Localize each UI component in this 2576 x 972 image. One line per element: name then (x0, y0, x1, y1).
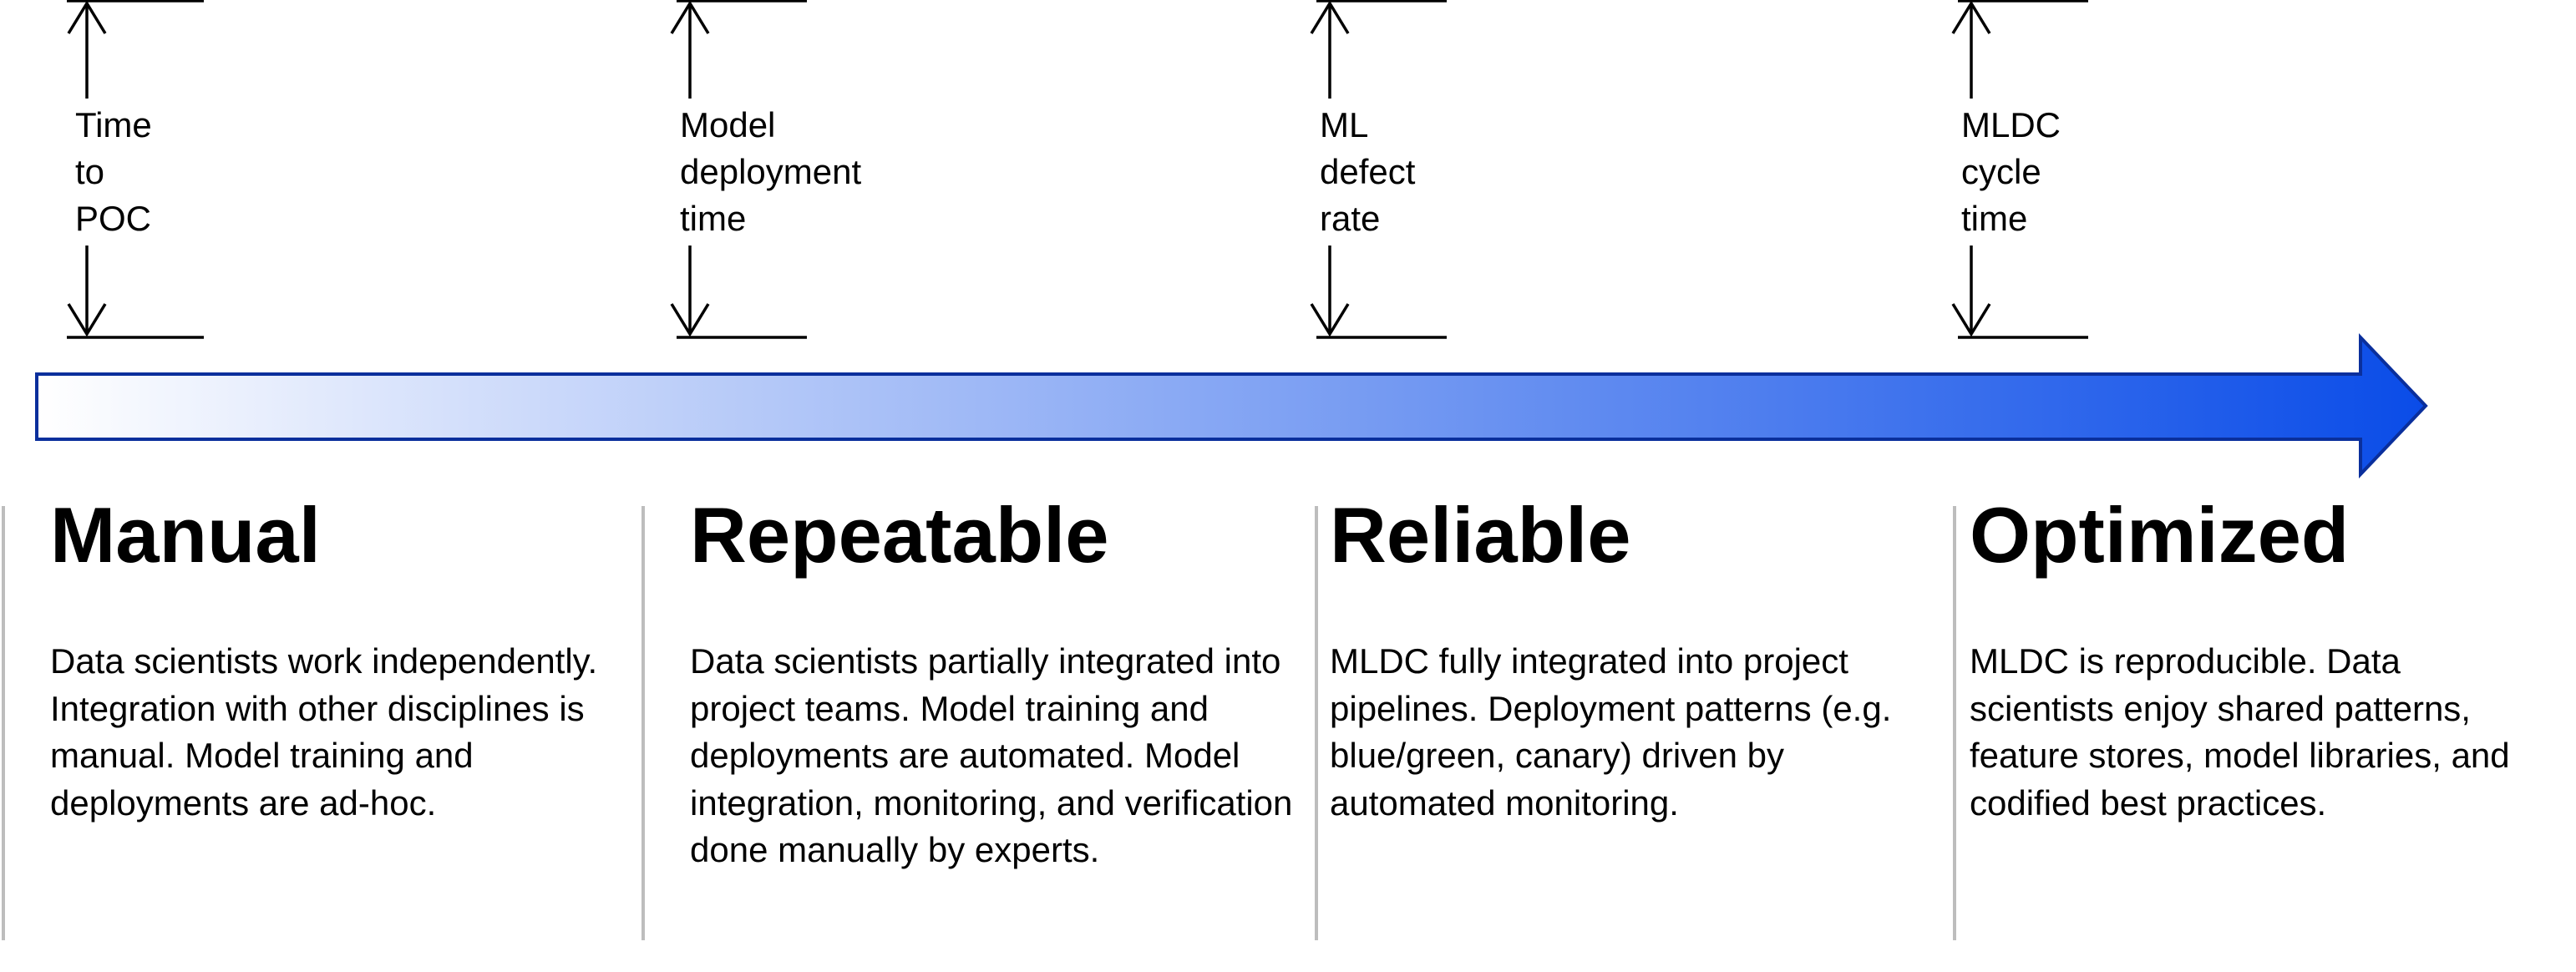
stage-description-optimized: MLDC is reproducible. Data scientists en… (1970, 641, 2510, 823)
stage-divider-repeatable (641, 506, 645, 940)
metric-label-ml-defect-rate: ML defect rate (1320, 99, 1416, 246)
stage-title-manual: Manual (50, 491, 321, 579)
stage-description-reliable: MLDC fully integrated into project pipel… (1330, 641, 1892, 823)
stage-title-repeatable: Repeatable (690, 491, 1109, 579)
stage-divider-reliable (1315, 506, 1318, 940)
stage-description-repeatable: Data scientists partially integrated int… (690, 641, 1293, 869)
stage-description-manual: Data scientists work independently. Inte… (50, 641, 598, 823)
stage-divider-optimized (1953, 506, 1956, 940)
stage-divider-manual (2, 506, 5, 940)
metric-label-mldc-cycle-time: MLDC cycle time (1961, 99, 2061, 246)
stage-title-reliable: Reliable (1330, 491, 1631, 579)
maturity-progression-arrow (35, 332, 2428, 479)
metric-label-model-deployment-time: Model deployment time (680, 99, 862, 246)
stage-title-optimized: Optimized (1970, 491, 2350, 579)
metric-marker-model-deployment-time (670, 0, 807, 339)
metric-label-time-to-poc: Time to POC (75, 99, 152, 246)
